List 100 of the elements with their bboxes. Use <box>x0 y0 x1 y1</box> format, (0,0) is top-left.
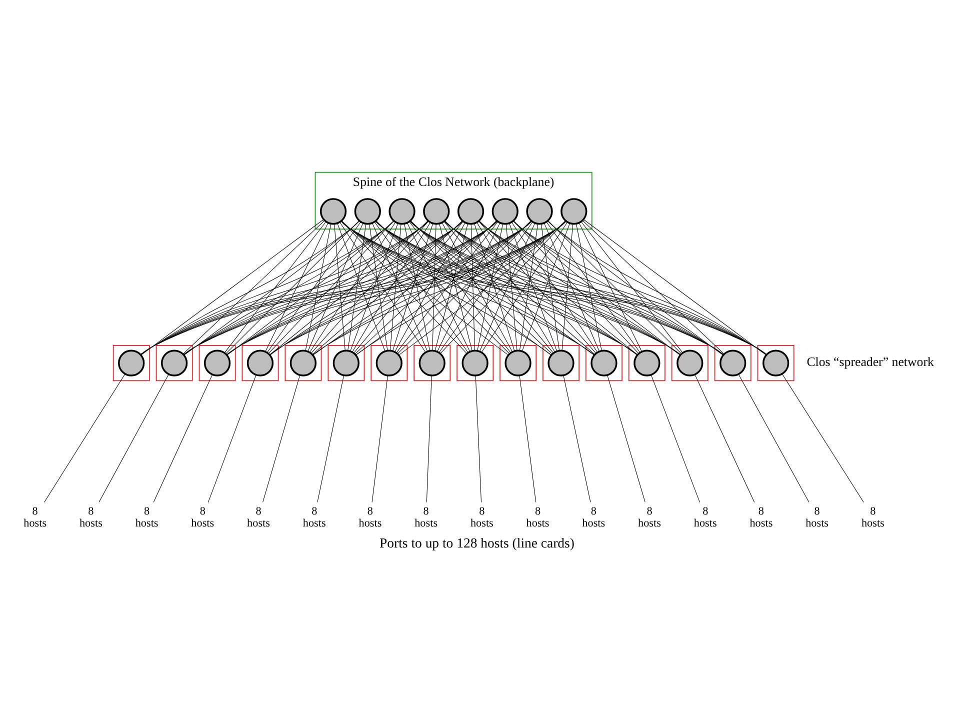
connector <box>410 220 594 355</box>
connector <box>312 220 497 355</box>
connector <box>390 223 402 350</box>
node-circle <box>762 349 790 376</box>
node-text: 8 hosts <box>247 505 270 530</box>
connector <box>266 221 362 352</box>
connector <box>562 223 574 350</box>
node-circle <box>320 198 347 224</box>
connector <box>224 220 326 353</box>
connector <box>694 374 755 502</box>
connector <box>374 221 468 352</box>
connector <box>480 222 536 351</box>
connector <box>563 374 591 502</box>
connector <box>509 222 558 351</box>
connector <box>582 220 724 354</box>
connector <box>432 223 436 350</box>
connector <box>312 220 462 354</box>
connector <box>270 220 463 355</box>
cluster <box>456 344 494 381</box>
connector <box>305 223 332 350</box>
connector <box>546 221 640 352</box>
node-circle <box>418 349 446 376</box>
cluster <box>284 344 322 381</box>
connector <box>548 220 724 355</box>
connector <box>426 374 432 502</box>
node-circle <box>457 198 484 224</box>
connector <box>268 220 394 354</box>
connector <box>98 373 169 502</box>
connector <box>311 220 429 353</box>
node-circle <box>560 198 588 224</box>
node-circle <box>204 349 231 376</box>
connector <box>226 220 394 355</box>
connector <box>438 221 533 352</box>
connector <box>342 220 509 355</box>
node-text: 8 hosts <box>358 505 382 530</box>
node-text: 8 hosts <box>135 505 158 530</box>
cluster <box>370 344 408 381</box>
node-text: 8 hosts <box>79 505 102 530</box>
node-circle <box>504 349 532 376</box>
node-circle <box>548 349 574 376</box>
caption: Ports to up to 128 hosts (line cards) <box>380 535 574 550</box>
connector <box>478 220 596 353</box>
connector <box>470 223 475 350</box>
connector <box>334 223 346 350</box>
connector <box>350 222 398 351</box>
connector <box>406 222 470 352</box>
connector <box>578 222 642 352</box>
node-circle <box>590 349 618 376</box>
node-circle <box>246 349 274 376</box>
node-text: 8 hosts <box>526 505 550 530</box>
connector <box>392 222 434 351</box>
connector <box>481 221 568 352</box>
connector <box>580 220 683 353</box>
node-circle <box>423 198 450 224</box>
node-circle <box>376 349 402 376</box>
node-circle <box>462 349 488 376</box>
connector <box>519 223 538 350</box>
connector <box>310 221 396 352</box>
cluster <box>198 344 236 381</box>
node-circle <box>634 349 660 376</box>
connector <box>262 374 300 502</box>
connector <box>410 220 552 354</box>
connector <box>583 218 766 355</box>
connector <box>477 223 504 350</box>
connector <box>519 374 536 502</box>
connector <box>397 220 532 354</box>
connector <box>208 374 256 502</box>
connector <box>522 222 570 351</box>
connector <box>434 222 468 351</box>
connector <box>317 374 344 502</box>
node-circle <box>388 198 416 224</box>
node-circle <box>118 349 145 376</box>
connector <box>265 222 328 352</box>
connector <box>140 218 324 355</box>
node-circle <box>160 349 188 376</box>
cluster: Spine of the Clos Network (backplane) <box>314 171 592 229</box>
connector <box>607 374 646 502</box>
connector <box>308 222 364 351</box>
connector <box>183 220 325 354</box>
connector <box>44 373 126 502</box>
connector <box>369 223 388 350</box>
node-text: 8 hosts <box>302 505 326 530</box>
connector <box>376 220 552 355</box>
node-text: 8 hosts <box>470 505 494 530</box>
connector <box>476 222 555 352</box>
connector <box>650 374 700 502</box>
connector <box>409 220 512 353</box>
cluster <box>156 344 193 381</box>
connector <box>153 374 213 502</box>
label: Clos “spreader” network <box>806 354 934 369</box>
cluster <box>714 344 752 381</box>
connector <box>340 221 426 352</box>
cluster <box>671 344 708 381</box>
connector <box>337 222 386 351</box>
node-text: 8 hosts <box>414 505 438 530</box>
cluster <box>628 344 666 381</box>
cluster <box>242 344 279 381</box>
connector <box>356 220 532 355</box>
connector <box>394 222 466 352</box>
connector <box>396 220 498 353</box>
